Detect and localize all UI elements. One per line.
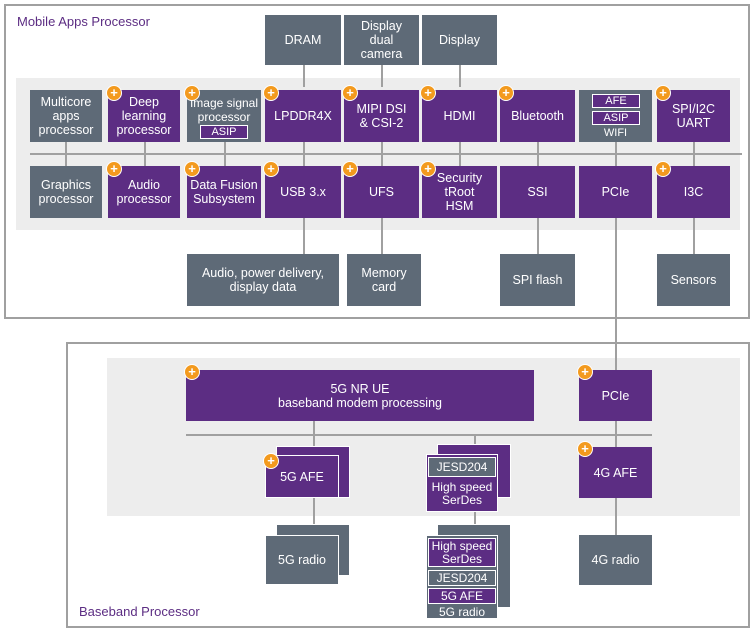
plus-icon: +: [184, 161, 200, 177]
sensors-box: Sensors: [657, 254, 730, 306]
plus-icon: +: [106, 161, 122, 177]
connector-i3c-sensors: [693, 218, 695, 254]
connector-camera: [381, 65, 383, 87]
plus-icon: +: [184, 85, 200, 101]
5g-radio-box: 5G radio: [265, 535, 339, 585]
connector-bus-5gafe: [313, 434, 315, 448]
connector-pcie-4gafe: [615, 421, 617, 447]
spi-flash-box: SPI flash: [500, 254, 575, 306]
plus-icon: +: [342, 161, 358, 177]
pcie-baseband-box: PCIe: [579, 370, 652, 421]
display-box: Display: [422, 15, 497, 65]
plus-icon: +: [655, 161, 671, 177]
jesd204-block: JESD204: [428, 457, 496, 477]
4g-radio-box: 4G radio: [579, 535, 652, 585]
connector-dram: [303, 65, 305, 87]
plus-icon: +: [184, 364, 200, 380]
radio-stack-5g-radio-label: 5G radio: [438, 605, 486, 619]
hdmi-box: HDMI: [422, 90, 497, 142]
connector-bus-jesd: [474, 434, 476, 446]
connector-ufs-memorycard: [381, 218, 383, 254]
plus-icon: +: [420, 161, 436, 177]
connector-display: [459, 65, 461, 87]
plus-icon: +: [263, 85, 279, 101]
dram-box: DRAM: [265, 15, 341, 65]
wifi-asip-block: ASIP: [592, 111, 640, 125]
i3c-box: I3C: [657, 166, 730, 218]
pcie-mobile-box: PCIe: [579, 166, 652, 218]
usb-3x-box: USB 3.x: [265, 166, 341, 218]
plus-icon: +: [655, 85, 671, 101]
connector-5gafe-radio: [313, 498, 315, 536]
connector-bluetooth-ssi: [537, 142, 539, 166]
connector-lpddr-usb: [303, 142, 305, 166]
plus-icon: +: [106, 85, 122, 101]
connector-multicore-graphics: [65, 142, 67, 166]
connector-wifi-pcie: [615, 142, 617, 166]
ssi-box: SSI: [500, 166, 575, 218]
connector-spi-i3c: [693, 142, 695, 166]
wifi-label: WIFI: [603, 127, 628, 139]
mobile-bus-line: [30, 153, 742, 155]
plus-icon: +: [577, 364, 593, 380]
baseband-bus-line: [186, 434, 652, 436]
plus-icon: +: [420, 85, 436, 101]
plus-icon: +: [263, 161, 279, 177]
audio-power-display-data-box: Audio, power delivery,display data: [187, 254, 339, 306]
plus-icon: +: [577, 441, 593, 457]
baseband-processor-title: Baseband Processor: [79, 604, 200, 619]
wifi-afe-block: AFE: [592, 94, 640, 108]
connector-hdmi-security: [459, 142, 461, 166]
ufs-box: UFS: [344, 166, 419, 218]
lpddr4x-box: LPDDR4X: [265, 90, 341, 142]
plus-icon: +: [498, 85, 514, 101]
connector-pcie-to-baseband: [615, 218, 617, 372]
connector-mipi-ufs: [381, 142, 383, 166]
connector-serdes-radio: [474, 510, 476, 536]
isp-asip-block: ASIP: [200, 125, 248, 139]
connector-pcie-baseband-inner: [615, 340, 617, 372]
connector-isp-datafusion: [224, 142, 226, 166]
connector-deeplearning-audio: [144, 142, 146, 166]
connector-4gafe-radio: [615, 498, 617, 536]
plus-icon: +: [342, 85, 358, 101]
radio-jesd204-block: JESD204: [428, 570, 496, 586]
mipi-dsi-csi2-box: MIPI DSI& CSI-2: [344, 90, 419, 142]
radio-5g-afe-block: 5G AFE: [428, 588, 496, 604]
plus-icon: +: [263, 453, 279, 469]
mobile-apps-processor-title: Mobile Apps Processor: [17, 14, 150, 29]
4g-afe-box: 4G AFE: [579, 447, 652, 498]
connector-ssi-spiflash: [537, 218, 539, 254]
connector-usb-audiopower: [303, 218, 305, 254]
bluetooth-box: Bluetooth: [500, 90, 575, 142]
connector-modem-bus: [313, 421, 315, 435]
